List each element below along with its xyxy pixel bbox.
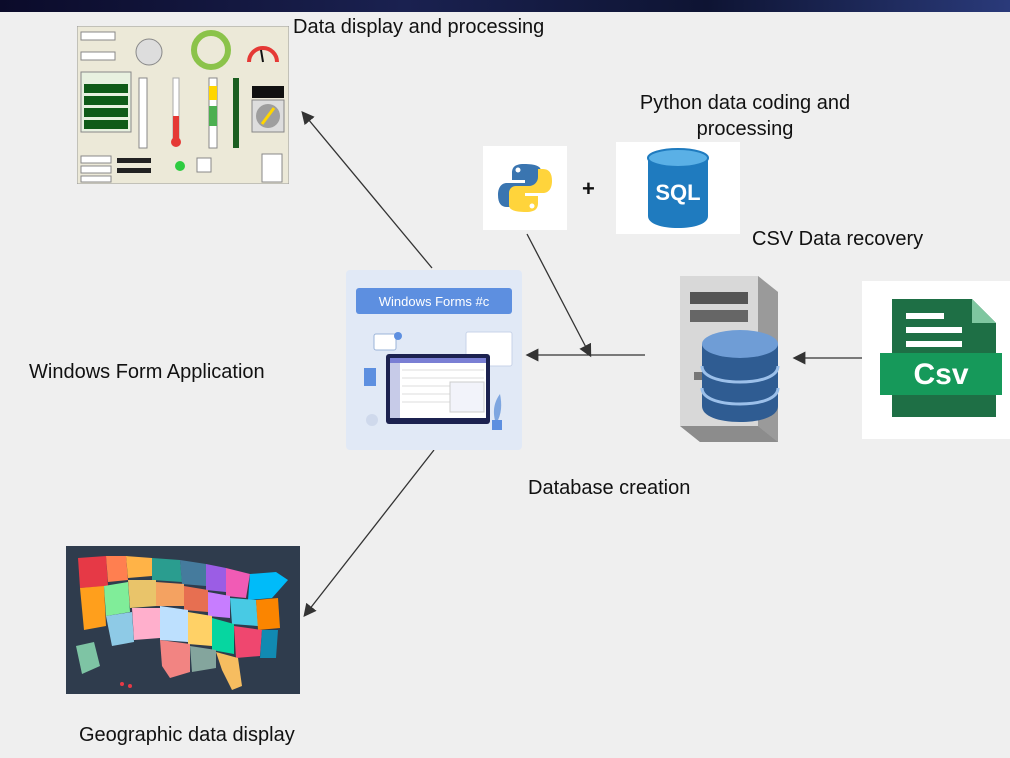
plus-sign: + [582, 176, 595, 201]
winforms-banner-text: Windows Forms #c [379, 294, 490, 309]
sql-database-icon: SQL [616, 142, 740, 234]
label-data-display: Data display and processing [293, 16, 545, 38]
arrow-python-to-db-line [526, 233, 592, 358]
csv-text: Csv [913, 358, 968, 391]
top-band [0, 0, 1010, 12]
python-logo-icon [483, 146, 567, 230]
us-map-thumbnail [66, 546, 300, 694]
arrow-winform-to-map [303, 449, 435, 618]
arrow-winform-to-dashboard [301, 111, 433, 269]
label-python-line1: Python data coding and [639, 92, 851, 114]
label-python-coding: Python data coding and processing [600, 90, 890, 142]
label-geographic-display: Geographic data display [79, 724, 295, 746]
csv-file-icon: Csv [862, 281, 1010, 439]
sql-text: SQL [655, 180, 700, 205]
database-server-icon [640, 262, 800, 452]
label-database-creation: Database creation [528, 477, 691, 499]
winforms-card: Windows Forms #c [346, 270, 522, 450]
dashboard-thumbnail [76, 25, 290, 185]
label-python-line2: processing [696, 118, 794, 140]
label-csv-recovery: CSV Data recovery [752, 228, 924, 250]
label-winform-app: Windows Form Application [29, 361, 265, 383]
